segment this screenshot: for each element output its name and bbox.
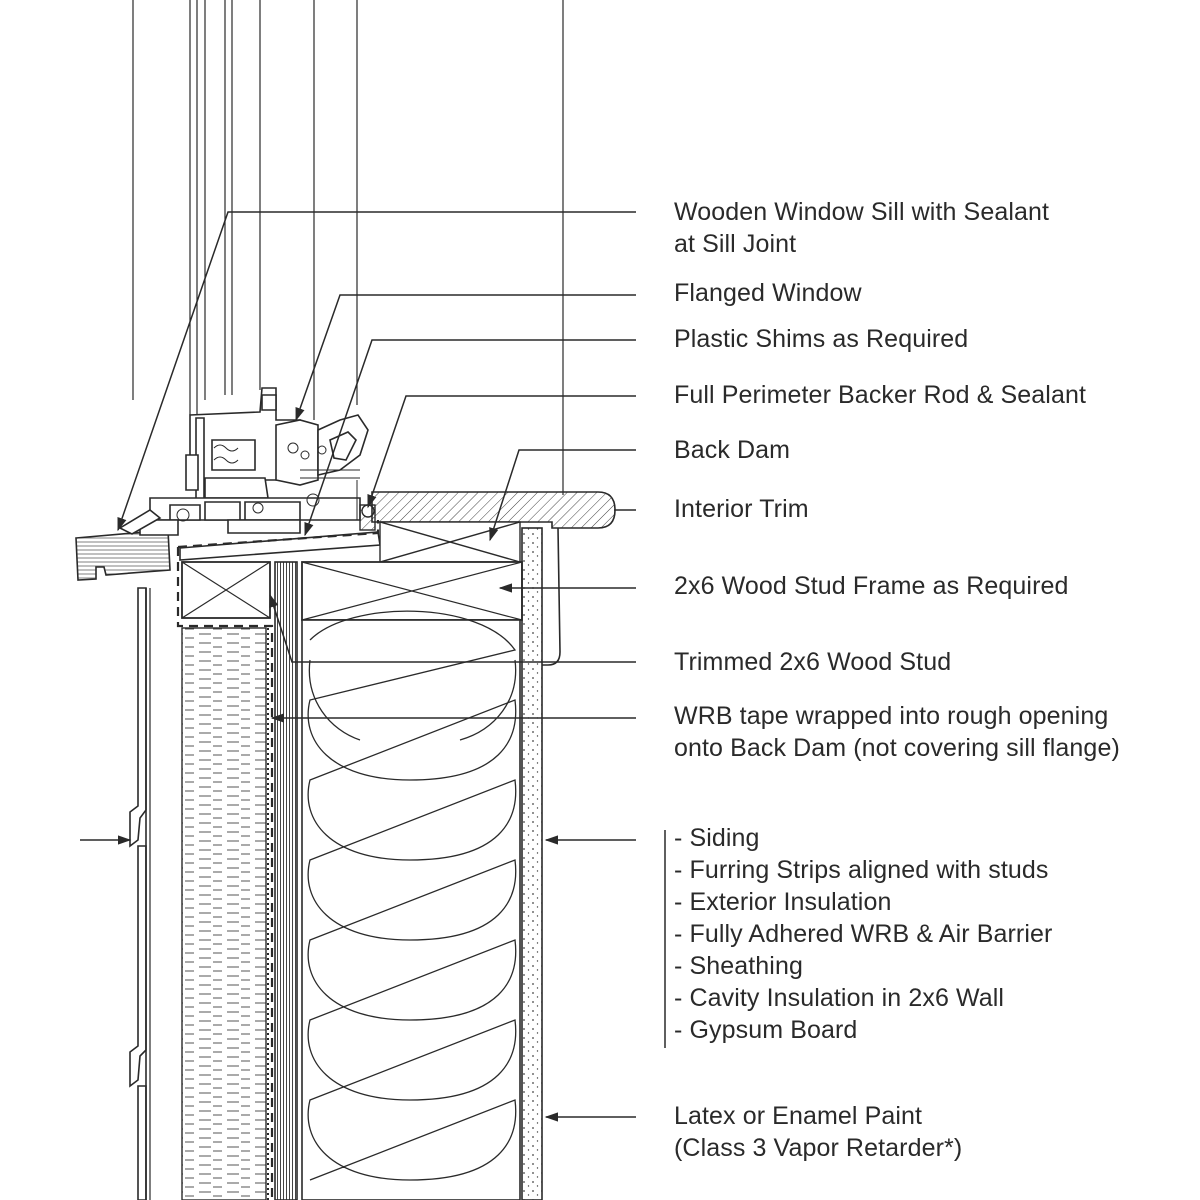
window-glazing: [132, 0, 564, 495]
cavity-insulation: [301, 619, 521, 1200]
gypsum-board: [521, 527, 543, 1200]
wall-layer-item: - Cavity Insulation in 2x6 Wall: [674, 984, 1005, 1012]
wall-layer-item: - Sheathing: [674, 952, 803, 980]
label-paint: Latex or Enamel Paint (Class 3 Vapor Ret…: [674, 1100, 962, 1164]
interior-trim: [371, 491, 616, 666]
wall-layer-item: - Gypsum Board: [674, 1016, 858, 1044]
label-stud-frame: 2x6 Wood Stud Frame as Required: [674, 572, 1069, 600]
label-trimmed-stud: Trimmed 2x6 Wood Stud: [674, 648, 952, 676]
label-wrb-tape-line1: WRB tape wrapped into rough opening: [674, 702, 1109, 730]
sill-pan: [179, 531, 381, 561]
label-wooden-sill-line2: at Sill Joint: [674, 230, 797, 258]
sheathing: [274, 561, 298, 1200]
label-wall-layers: - Siding - Furring Strips aligned with s…: [674, 822, 1052, 1046]
wall-layer-item: - Siding: [674, 824, 760, 852]
label-wooden-sill: Wooden Window Sill with Sealant at Sill …: [674, 196, 1049, 260]
wrb-tape-dashed: [176, 520, 380, 1200]
cavity-insulation-squiggle-2: [308, 659, 517, 741]
wooden-sill: [75, 509, 179, 581]
cavity-insulation-squiggle: [307, 610, 517, 1181]
label-backer-rod: Full Perimeter Backer Rod & Sealant: [674, 381, 1087, 409]
label-wrb-tape-line2: onto Back Dam (not covering sill flange): [674, 734, 1120, 762]
exterior-insulation: [181, 627, 267, 1200]
leader-plastic-shims: [304, 339, 636, 537]
leader-lines: [80, 211, 666, 1122]
label-paint-line1: Latex or Enamel Paint: [674, 1102, 923, 1130]
wall-layer-item: - Exterior Insulation: [674, 888, 892, 916]
wall-layer-item: - Fully Adhered WRB & Air Barrier: [674, 920, 1053, 948]
leader-sill: [117, 211, 636, 532]
label-paint-line2: (Class 3 Vapor Retarder*): [674, 1134, 963, 1162]
leader-back-dam: [489, 449, 636, 542]
leader-trimmed-stud: [269, 593, 636, 663]
window-frame-details: [176, 442, 360, 522]
label-back-dam: Back Dam: [674, 436, 791, 464]
wall-layer-item: - Furring Strips aligned with studs: [674, 856, 1049, 884]
leader-flanged-window: [295, 294, 636, 422]
label-interior-trim: Interior Trim: [674, 495, 809, 523]
label-wooden-sill-line1: Wooden Window Sill with Sealant: [674, 198, 1050, 226]
stud-frame: [181, 561, 523, 621]
label-wrb-tape: WRB tape wrapped into rough opening onto…: [674, 700, 1120, 764]
label-plastic-shims: Plastic Shims as Required: [674, 325, 969, 353]
back-dam-block: [379, 521, 521, 563]
leader-backer-rod: [367, 395, 636, 509]
siding: [129, 587, 147, 1200]
window-frame-profile: [149, 387, 369, 534]
label-flanged-window: Flanged Window: [674, 279, 862, 307]
